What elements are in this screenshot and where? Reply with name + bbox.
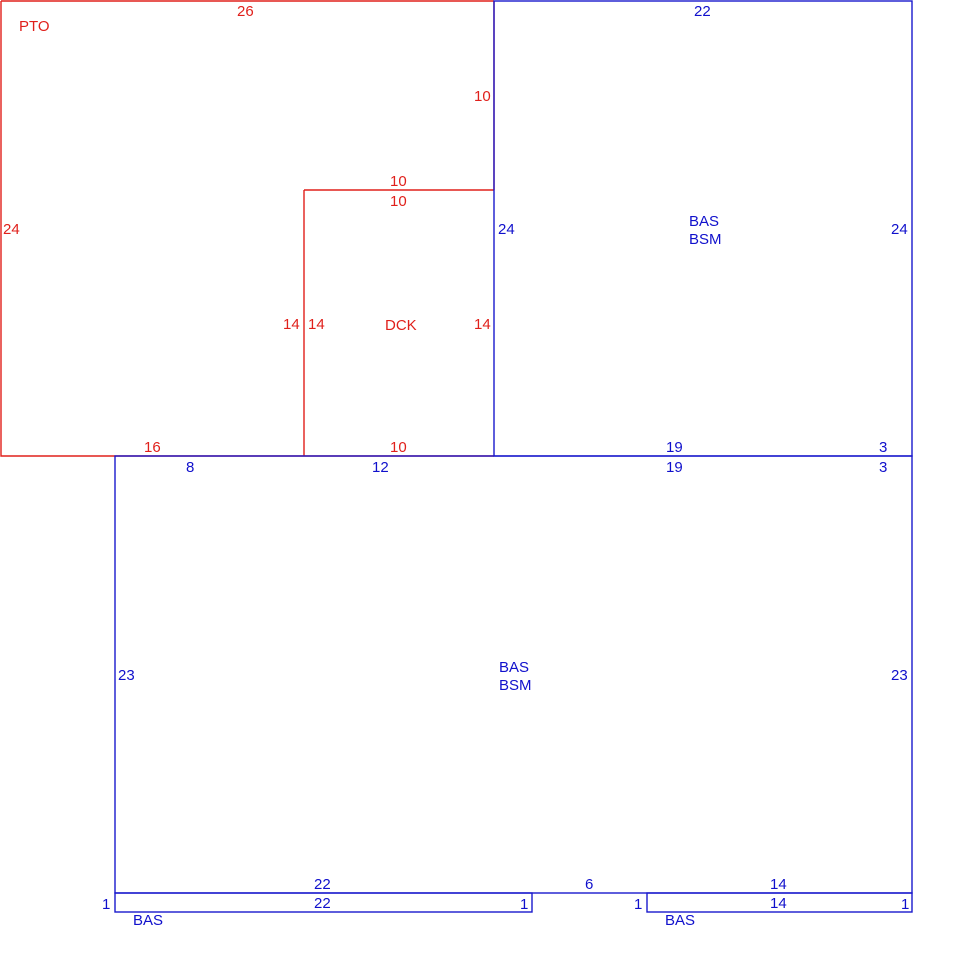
deck-code-label: DCK bbox=[385, 317, 417, 334]
upper-main-bottom-dimension-b: 3 bbox=[879, 439, 887, 456]
bump-left-left-dimension: 1 bbox=[102, 896, 110, 913]
bump-right-right-dimension: 1 bbox=[901, 896, 909, 913]
lower-main-bottom-dimension-a: 22 bbox=[314, 876, 331, 893]
lower-main-top-dimension-b: 12 bbox=[372, 459, 389, 476]
upper-main-code-2: BSM bbox=[689, 231, 722, 248]
patio-right-dimension: 10 bbox=[474, 88, 491, 105]
upper-main-left-dimension: 24 bbox=[498, 221, 515, 238]
patio-code-label: PTO bbox=[19, 18, 50, 35]
bump-left-outline bbox=[114, 892, 533, 913]
deck-top-inner-dimension: 10 bbox=[390, 193, 407, 210]
lower-main-left-dimension: 23 bbox=[118, 667, 135, 684]
bump-left-code-label: BAS bbox=[133, 912, 163, 929]
lower-main-code-2: BSM bbox=[499, 677, 532, 694]
patio-outline bbox=[0, 0, 495, 457]
bump-right-outline bbox=[646, 892, 913, 913]
patio-top-dimension: 26 bbox=[237, 3, 254, 20]
bump-right-left-dimension: 1 bbox=[634, 896, 642, 913]
upper-main-bottom-dimension-a: 19 bbox=[666, 439, 683, 456]
lower-main-right-dimension: 23 bbox=[891, 667, 908, 684]
lower-main-bottom-gap-dimension: 6 bbox=[585, 876, 593, 893]
lower-main-top-dimension-d: 3 bbox=[879, 459, 887, 476]
upper-main-right-dimension: 24 bbox=[891, 221, 908, 238]
patio-left-dimension: 24 bbox=[3, 221, 20, 238]
deck-bottom-dimension: 10 bbox=[390, 439, 407, 456]
bump-right-code-label: BAS bbox=[665, 912, 695, 929]
deck-top-outer-dimension: 10 bbox=[390, 173, 407, 190]
bump-right-top-dimension: 14 bbox=[770, 895, 787, 912]
lower-main-code-1: BAS bbox=[499, 659, 529, 676]
deck-left-inner-dimension: 14 bbox=[308, 316, 325, 333]
bump-left-right-dimension: 1 bbox=[520, 896, 528, 913]
deck-left-outer-dimension: 14 bbox=[283, 316, 300, 333]
lower-main-top-dimension-a: 8 bbox=[186, 459, 194, 476]
bump-left-top-dimension: 22 bbox=[314, 895, 331, 912]
upper-main-code-1: BAS bbox=[689, 213, 719, 230]
lower-main-bottom-dimension-b: 14 bbox=[770, 876, 787, 893]
deck-right-dimension: 14 bbox=[474, 316, 491, 333]
upper-main-top-dimension: 22 bbox=[694, 3, 711, 20]
lower-main-top-dimension-c: 19 bbox=[666, 459, 683, 476]
patio-bottom-dimension: 16 bbox=[144, 439, 161, 456]
